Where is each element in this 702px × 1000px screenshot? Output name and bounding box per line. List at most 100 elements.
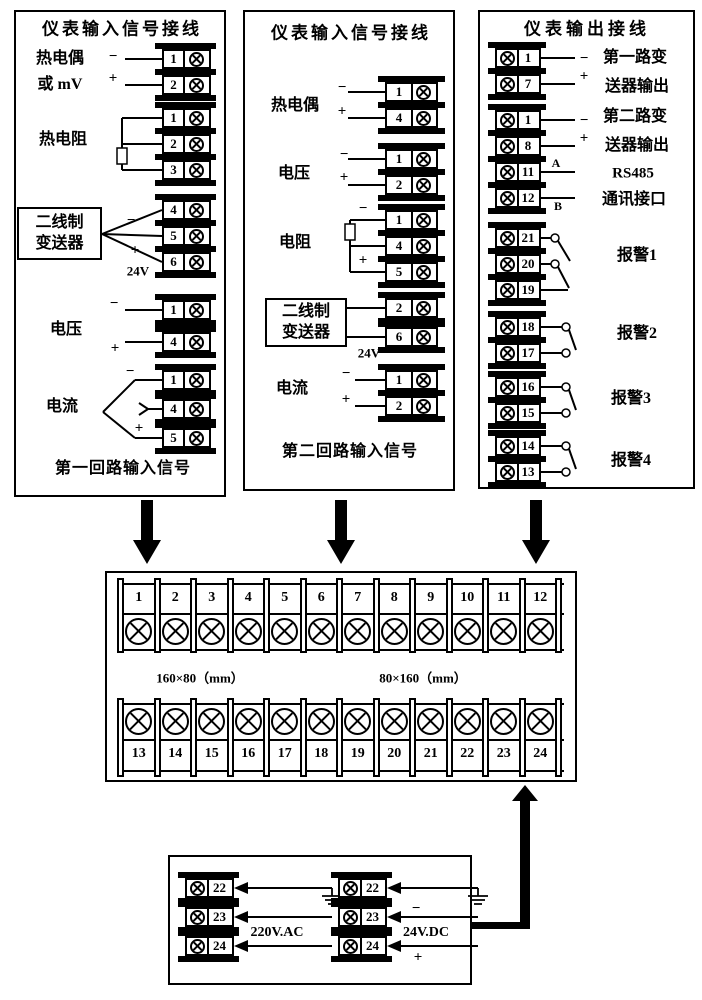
screw-cell [411,264,434,280]
label-24vdc: 24V.DC [402,925,450,940]
minus-sign: − [411,900,421,917]
case-size-left: 160×80（mm） [156,670,244,686]
terminal-cap [155,220,216,226]
separator-bar [117,578,124,653]
arrowhead-icon [234,940,248,952]
screw-cell [411,398,434,414]
screw-cell [183,228,207,244]
terminal-cap [488,363,546,369]
arrowhead-icon [387,911,401,923]
terminal-number: 23 [360,909,383,925]
terminal-cap [178,872,239,878]
terminal: 4 [162,332,211,352]
terminal-cap [155,393,216,399]
arrowhead-icon [387,940,401,952]
plus-sign: + [339,169,349,186]
screw-icon [188,228,204,244]
screw-icon [188,202,204,218]
block-terminal-number: 13 [131,746,146,761]
terminal-number: 17 [517,345,537,361]
plus-sign: + [110,340,120,357]
screw-icon [271,707,299,735]
minus-sign: − [339,146,349,163]
terminal-number: 1 [517,50,537,66]
terminal-number: 5 [395,264,403,279]
block-terminal-number: 4 [244,590,252,605]
separator-bar [153,698,161,777]
label-or-mv: 或 mV [37,76,83,93]
screw-icon [125,707,153,735]
terminal-number: 24 [207,938,230,954]
screw-cell [183,162,207,178]
label-current: 电流 [45,398,79,415]
screw-icon [188,401,204,417]
screw-cell [183,302,207,318]
terminal-cap [378,321,445,327]
plus-sign: + [358,252,368,269]
screw-icon [416,264,431,280]
arrowhead-icon [234,882,248,894]
block-terminal-number: 23 [496,746,511,761]
minus-sign: − [337,79,347,96]
screw-icon [499,112,515,128]
resistor-icon [344,223,356,241]
block-terminal-number: 1 [135,590,143,605]
label-24v: 24V [126,263,150,279]
screw-icon [499,282,515,298]
terminal-cap [488,130,546,136]
terminal-cap [378,292,445,298]
terminal: 18 [495,317,541,337]
screw-icon [499,76,515,92]
screw-icon [490,707,518,735]
screw-icon [161,707,189,735]
screw-cell [183,401,207,417]
panel1-wiring [101,58,163,439]
case-size-right: 80×160（mm） [379,670,467,686]
terminal-number: 23 [207,909,230,925]
terminal-number: 3 [170,162,177,177]
separator-bar [263,698,270,777]
screw-icon [499,164,515,180]
screw-cell [411,110,434,126]
minus-sign: − [341,365,351,382]
screw-icon [416,372,431,388]
terminal: 1 [162,49,211,69]
screw-icon [189,909,205,925]
terminal: 11 [495,162,541,182]
block-terminal-number: 7 [354,590,362,605]
minus-sign: − [579,50,589,67]
terminal: 6 [162,252,211,272]
screw-cell [183,202,207,218]
terminal-cap [155,128,216,134]
label-thermocouple: 热电偶 [270,97,320,114]
block-terminal-number: 2 [171,590,179,605]
terminal-number: 1 [395,84,403,99]
terminal: 1 [495,48,541,68]
block-terminal-number: 17 [277,746,292,761]
terminal-number: 1 [517,112,537,128]
screw-cell [497,379,517,395]
terminal-cap [155,95,216,101]
terminal: 4 [162,200,211,220]
screw-icon [188,302,204,318]
screw-icon [499,345,515,361]
screw-cell [497,112,517,128]
terminal: 1 [495,110,541,130]
block-terminal-number: 21 [423,746,438,761]
screw-cell [340,909,360,925]
screw-icon [234,707,262,735]
separator-bar [445,578,453,653]
terminal: 2 [385,298,438,318]
screw-cell [497,256,517,272]
label-transmit-out2-line2: 送器输出 [604,137,670,154]
screw-icon [342,909,358,925]
terminal-cap [155,102,216,108]
terminal-number: 19 [517,282,537,298]
screw-icon [499,464,515,480]
power-wiring [234,882,488,952]
rtd-resistor-icon [116,147,128,165]
block-terminal-number: 6 [317,590,325,605]
terminal-cap [155,272,216,278]
screw-cell [183,334,207,350]
